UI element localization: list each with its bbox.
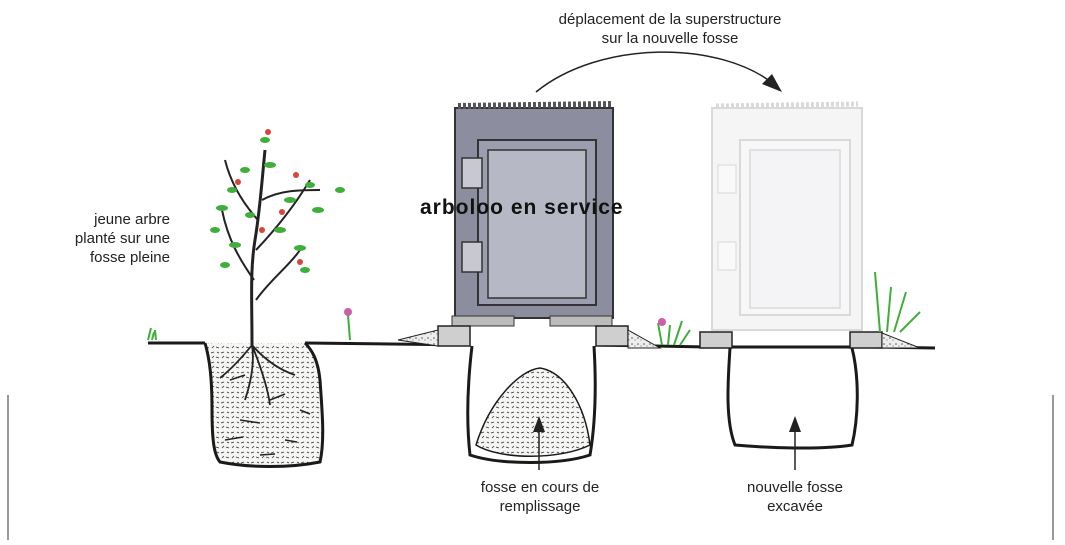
move-caption: déplacement de la superstructure sur la …: [500, 10, 840, 48]
active-superstructure: [451, 101, 614, 327]
tree-caption: jeune arbre planté sur une fosse pleine: [40, 210, 170, 267]
tree-caption-line1: jeune arbre: [94, 211, 170, 228]
new-pit-pointer-head: [789, 416, 801, 432]
filling-pointer-head: [533, 416, 545, 432]
filling-pit: [397, 318, 691, 464]
faded-superstructure: [711, 101, 863, 331]
move-caption-line2: sur la nouvelle fosse: [601, 30, 739, 47]
filling-caption-line2: remplissage: [499, 498, 581, 515]
move-caption-line1: déplacement de la superstructure: [558, 11, 782, 28]
young-tree: [147, 129, 352, 406]
in-service-label: arboloo en service: [420, 196, 624, 219]
tree-caption-line3: fosse pleine: [89, 249, 170, 266]
full-pit: [203, 341, 325, 468]
new-pit-caption-line2: excavée: [767, 498, 823, 515]
new-pit-caption: nouvelle fosse excavée: [705, 478, 885, 516]
tree-caption-line2: planté sur une: [74, 230, 170, 247]
new-pit-caption-line1: nouvelle fosse: [747, 479, 843, 496]
filling-caption-line1: fosse en cours de: [480, 479, 600, 496]
move-arrow: [535, 51, 776, 93]
move-arrowhead: [762, 74, 782, 92]
filling-caption: fosse en cours de remplissage: [450, 478, 630, 516]
